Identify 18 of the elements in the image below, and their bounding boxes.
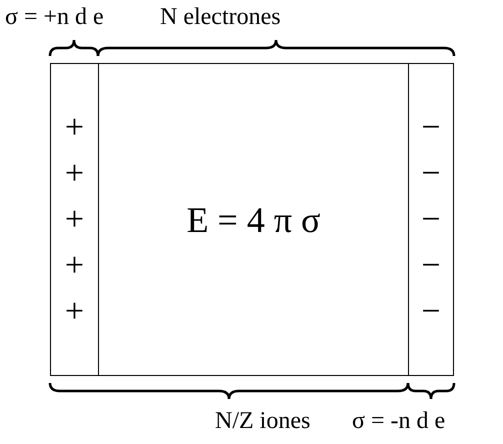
minus-sign: −: [421, 108, 441, 148]
plus-sign: +: [64, 154, 84, 194]
minus-sign: −: [421, 292, 441, 332]
plus-sign: +: [64, 292, 84, 332]
label: N electrones: [160, 4, 281, 31]
plus-sign: +: [64, 200, 84, 240]
minus-sign: −: [421, 200, 441, 240]
plus-sign: +: [64, 108, 84, 148]
label: σ = +n d e: [5, 4, 104, 31]
label: σ = -n d e: [352, 408, 446, 435]
minus-sign: −: [421, 154, 441, 194]
plus-sign: +: [64, 246, 84, 286]
label: N/Z iones: [215, 408, 310, 435]
charge-layer: [408, 63, 454, 376]
charge-layer: [50, 63, 99, 376]
field-region: [98, 63, 409, 376]
minus-sign: −: [421, 246, 441, 286]
formula: E = 4 π σ: [186, 198, 320, 240]
